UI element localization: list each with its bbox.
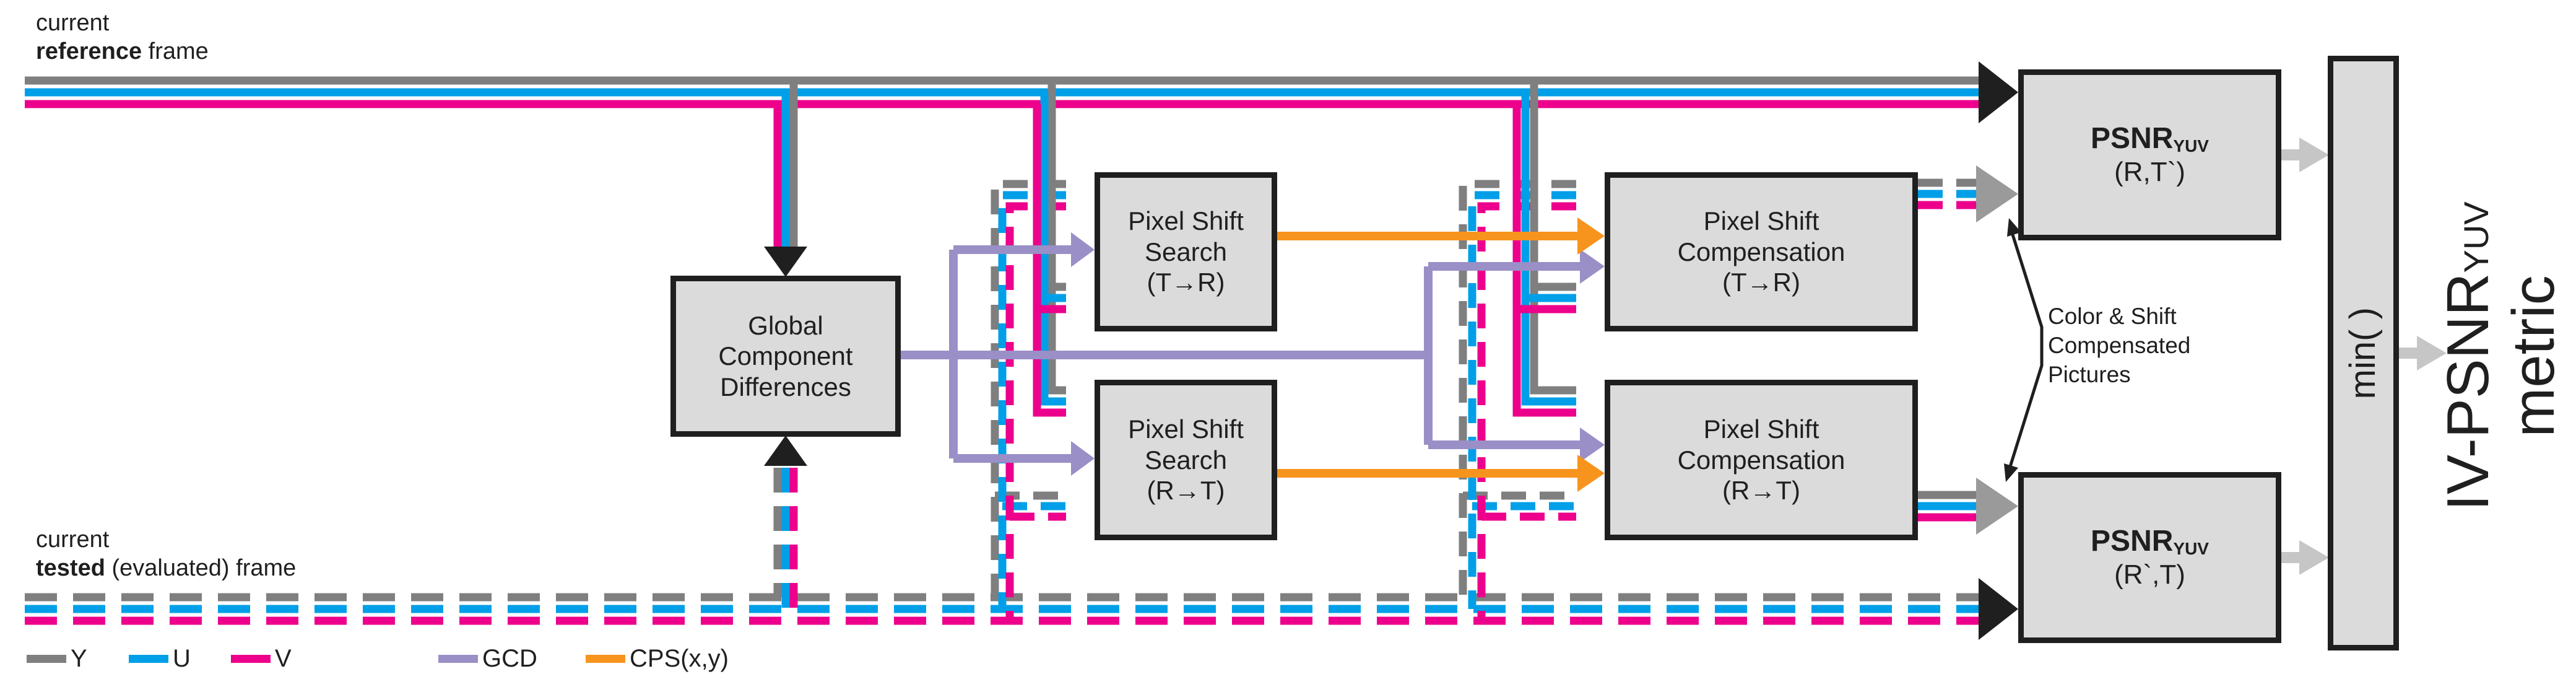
cps-arrows	[1577, 217, 1605, 492]
v-line-swatch	[231, 654, 271, 663]
legend-u-label: U	[173, 644, 191, 672]
compensated-reference-arrow	[1976, 478, 2018, 535]
legend-v-label: V	[275, 644, 292, 672]
legend-y-label: Y	[71, 644, 87, 672]
tested-to-gcd	[773, 468, 798, 621]
reference-to-search	[1033, 81, 1066, 417]
search-rt-line3: (R→T)	[1147, 476, 1225, 506]
compensated-tested-output	[1918, 178, 1976, 209]
search-tr-line3: (T→R)	[1147, 268, 1225, 297]
tested-frame-bold: tested	[36, 555, 105, 582]
comp-tr-line2: Compensation	[1677, 237, 1845, 266]
psnr-bottom-sub: YUV	[2173, 538, 2209, 558]
gcd-top-input-arrow	[764, 247, 807, 277]
psnr-rprime-t-box: PSNRYUV (R`,T)	[2018, 472, 2281, 643]
cps-line-swatch	[586, 654, 625, 663]
gcd-line-swatch	[438, 654, 478, 663]
note-line1: Color & Shift	[2048, 304, 2177, 329]
psnr-output-arrowheads	[2299, 138, 2447, 575]
compensated-reference-output	[1918, 491, 1976, 522]
tested-frame-suffix: (evaluated) frame	[105, 555, 297, 582]
pixel-shift-compensation-rt-box: Pixel Shift Compensation (R→T)	[1605, 380, 1918, 540]
psnr-r-tprime-box: PSNRYUV (R,T`)	[2018, 69, 2281, 240]
psnr-output-arrows	[2281, 149, 2417, 563]
pixel-shift-search-rt-box: Pixel Shift Search (R→T)	[1095, 380, 1277, 540]
psnr-bottom-args: (R`,T)	[2114, 559, 2185, 590]
annotation-brace-arrow	[2006, 226, 2044, 475]
compensated-pictures-note: Color & Shift Compensated Pictures	[2048, 302, 2190, 390]
min-label: min( )	[2343, 307, 2383, 400]
legend-gcd-label: GCD	[482, 644, 537, 672]
tested-frame-prefix: current	[36, 527, 110, 553]
tested-frame-label: current tested (evaluated) frame	[36, 525, 296, 583]
global-component-differences-box: Global Component Differences	[670, 276, 901, 437]
u-line-swatch	[129, 654, 168, 663]
reference-psnr-arrow	[1979, 61, 2018, 123]
reference-frame-bold: reference	[36, 38, 142, 65]
legend-item-gcd: GCD	[438, 644, 537, 673]
reference-to-gcd	[773, 81, 798, 249]
compensated-tested-arrow	[1976, 165, 2018, 222]
legend-item-u: U	[129, 644, 191, 673]
result-line2: metric	[2500, 275, 2567, 437]
gcd-arrows	[1071, 232, 1605, 476]
comp-rt-line2: Compensation	[1677, 445, 1845, 475]
search-tr-line1: Pixel Shift	[1128, 206, 1244, 236]
comp-tr-line1: Pixel Shift	[1703, 206, 1819, 236]
comp-rt-line3: (R→T)	[1722, 476, 1800, 506]
tested-psnr-arrow	[1979, 578, 2018, 640]
reference-frame-prefix: current	[36, 10, 110, 36]
iv-psnr-metric-label: IV-PSNRYUV metric	[2430, 146, 2572, 567]
gcd-line1: Global	[748, 310, 823, 340]
reference-frame-suffix: frame	[142, 38, 209, 65]
note-line2: Compensated	[2048, 332, 2191, 358]
legend-item-y: Y	[27, 644, 87, 673]
result-name: IV-PSNR	[2435, 273, 2502, 511]
gcd-bottom-input-arrow	[764, 436, 807, 466]
search-rt-line2: Search	[1144, 445, 1228, 475]
psnr-top-sub: YUV	[2173, 136, 2209, 155]
tested-to-compensation	[1459, 180, 1576, 621]
gcd-wires	[901, 245, 1580, 463]
comp-rt-line1: Pixel Shift	[1703, 414, 1819, 444]
cps-wires	[1277, 232, 1577, 478]
result-sub: YUV	[2457, 201, 2496, 273]
psnr-top-name: PSNR	[2091, 121, 2174, 155]
legend-item-v: V	[231, 644, 292, 673]
legend-item-cps: CPS(x,y)	[586, 644, 729, 673]
note-line3: Pictures	[2048, 361, 2131, 387]
psnr-bottom-name: PSNR	[2091, 524, 2174, 558]
reference-frame-label: current reference frame	[36, 9, 209, 66]
pixel-shift-search-tr-box: Pixel Shift Search (T→R)	[1095, 172, 1277, 331]
psnr-top-args: (R,T`)	[2114, 157, 2185, 188]
gcd-line2: Component	[718, 341, 853, 371]
reference-bus	[25, 76, 1981, 108]
reference-to-compensation	[1512, 81, 1576, 417]
pixel-shift-compensation-tr-box: Pixel Shift Compensation (T→R)	[1605, 172, 1918, 331]
min-box: min( )	[2328, 56, 2399, 650]
legend-cps-label: CPS(x,y)	[630, 644, 729, 672]
annotation-arrowheads	[2004, 218, 2021, 482]
gcd-line3: Differences	[720, 372, 851, 401]
search-rt-line1: Pixel Shift	[1128, 414, 1244, 444]
y-line-swatch	[27, 654, 66, 663]
search-tr-line2: Search	[1144, 237, 1228, 266]
comp-tr-line3: (T→R)	[1722, 268, 1800, 297]
